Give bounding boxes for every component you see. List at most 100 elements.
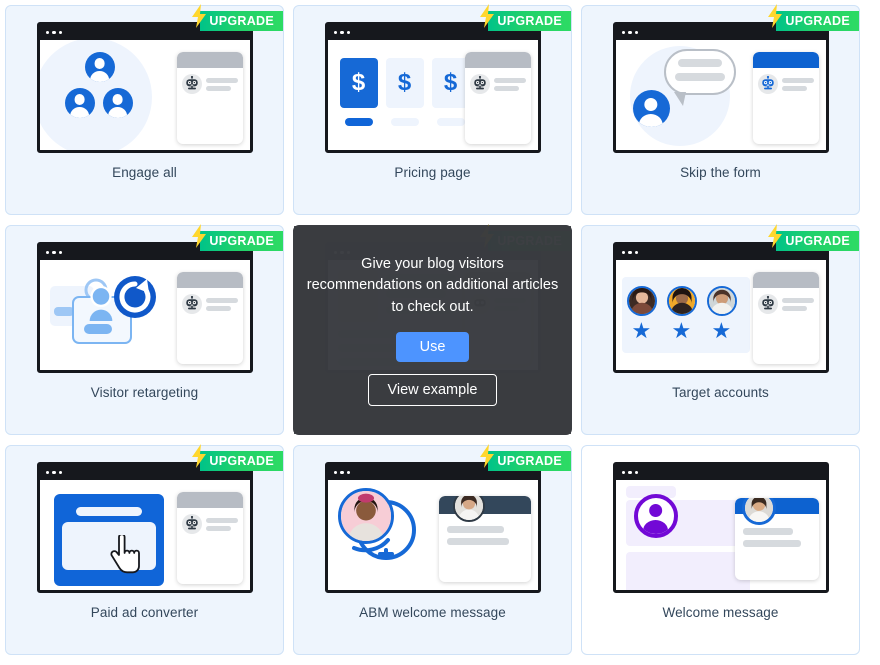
cursor-hand-icon: [109, 535, 140, 574]
chat-widget: [176, 272, 243, 364]
card-label: Pricing page: [394, 165, 471, 180]
upgrade-badge: UPGRADE: [480, 444, 571, 471]
placeholder-line: [205, 77, 238, 83]
card-label: Paid ad converter: [90, 605, 199, 620]
chat-widget: [752, 272, 819, 364]
placeholder-line: [446, 538, 509, 545]
card-engage-all[interactable]: UPGRADE: [5, 4, 284, 215]
card-paid-ad-converter[interactable]: UPGRADE: [5, 444, 284, 655]
speech-bubble-tail: [673, 92, 686, 106]
card-hover-overlay: Give your blog visitors recommendations …: [294, 226, 571, 434]
chat-widget: [752, 52, 819, 144]
card-visitor-retargeting[interactable]: UPGRADE: [5, 224, 284, 435]
lightning-bolt-icon: [192, 4, 207, 28]
window-dot: [628, 30, 632, 35]
browser-titlebar: [327, 465, 538, 480]
window-dot: [52, 470, 56, 475]
chat-widget: [176, 52, 243, 144]
card-target-accounts[interactable]: UPGRADE ★ ★ ★: [581, 224, 860, 435]
placeholder-line: [781, 297, 814, 303]
bot-avatar-icon: [181, 74, 202, 94]
pricing-dollar-symbol: $: [443, 69, 458, 96]
window-dot: [45, 250, 49, 255]
window-dot: [634, 250, 638, 255]
card-blog[interactable]: UPGRADE: [293, 224, 572, 435]
placeholder-line: [205, 85, 232, 91]
window-dot: [333, 30, 337, 35]
bot-avatar-icon: [757, 294, 778, 314]
ad-banner: [53, 494, 164, 586]
person-avatar-icon: [89, 285, 112, 321]
chat-widget-lines: [205, 517, 238, 531]
browser-mock: [36, 242, 253, 373]
chat-widget: [734, 498, 819, 580]
card-abm-welcome-message[interactable]: UPGRADE: [293, 444, 572, 655]
browser-titlebar: [615, 465, 826, 480]
use-button[interactable]: Use: [395, 331, 470, 362]
browser-viewport: [615, 480, 826, 590]
placeholder-line: [205, 305, 232, 311]
window-dot: [58, 30, 62, 35]
window-dot: [628, 470, 632, 475]
chat-widget-header: [176, 492, 243, 508]
window-dot: [634, 470, 638, 475]
placeholder-line: [677, 59, 722, 67]
browser-mock: ★ ★ ★: [612, 242, 829, 373]
placeholder-line: [53, 307, 74, 316]
person-avatar-icon: [632, 90, 670, 127]
chat-widget-body: [753, 68, 819, 94]
card-skip-the-form[interactable]: UPGRADE: [581, 4, 860, 215]
speech-bubble-icon: [663, 49, 736, 95]
placeholder-line: [781, 77, 814, 83]
window-dot: [340, 30, 344, 35]
upgrade-badge: UPGRADE: [768, 224, 859, 251]
browser-mock: [612, 462, 829, 593]
upgrade-badge-label: UPGRADE: [785, 14, 850, 28]
window-dot: [621, 470, 625, 475]
lightning-bolt-icon: [192, 444, 207, 468]
person-avatar-icon: [633, 494, 678, 538]
browser-titlebar: [39, 245, 250, 260]
window-dot: [52, 30, 56, 35]
browser-viewport: [39, 40, 250, 150]
agent-avatar: [741, 498, 776, 525]
placeholder-line: [742, 528, 793, 535]
person-avatar-icon: [84, 52, 115, 82]
window-dot: [340, 470, 344, 475]
placeholder-line: [493, 85, 520, 91]
browser-mock: [36, 22, 253, 153]
window-dot: [634, 30, 638, 35]
view-example-button[interactable]: View example: [368, 373, 497, 406]
abm-person-avatar: [337, 488, 394, 544]
card-welcome-message[interactable]: Welcome message: [581, 445, 860, 655]
upgrade-badge-label: UPGRADE: [785, 234, 850, 248]
account-avatar: [706, 286, 737, 316]
chat-widget-body: [439, 514, 531, 545]
card-description: Give your blog visitors recommendations …: [306, 256, 559, 315]
card-pricing-page[interactable]: UPGRADE $ $ $: [293, 4, 572, 215]
card-label: Welcome message: [662, 605, 779, 620]
placeholder-line: [781, 85, 808, 91]
browser-titlebar: [39, 465, 250, 480]
star-icon: ★: [631, 318, 652, 343]
chat-widget-body: [177, 288, 243, 314]
window-dot: [628, 250, 632, 255]
bot-avatar-icon: [181, 514, 202, 534]
pricing-dollar-symbol: $: [397, 69, 412, 96]
browser-viewport: ★ ★ ★: [615, 260, 826, 370]
placeholder-line: [205, 517, 238, 523]
upgrade-badge: UPGRADE: [480, 4, 571, 31]
window-dot: [346, 470, 350, 475]
upgrade-badge: UPGRADE: [768, 4, 859, 31]
pricing-tier-card: $: [385, 58, 424, 108]
window-dot: [45, 470, 49, 475]
browser-mock: [36, 462, 253, 593]
browser-viewport: [39, 260, 250, 370]
star-icon: ★: [671, 318, 692, 343]
lightning-bolt-icon: [480, 444, 495, 468]
placeholder-line: [674, 73, 725, 81]
chat-widget-header: [752, 52, 819, 68]
placeholder-line: [493, 77, 526, 83]
lightning-bolt-icon: [480, 4, 495, 28]
